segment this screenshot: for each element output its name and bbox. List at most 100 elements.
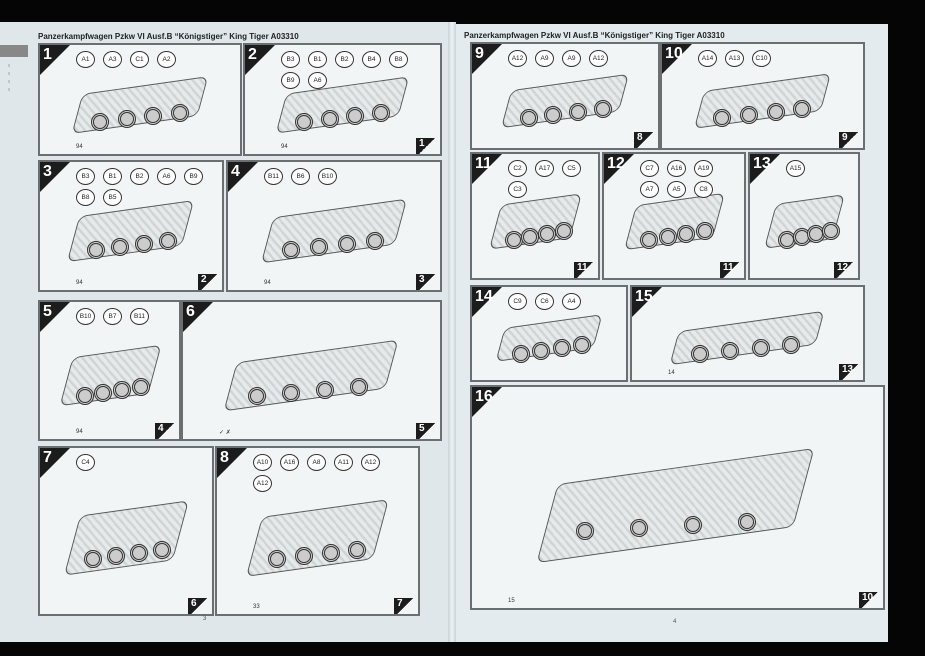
road-wheel-icon xyxy=(84,550,102,568)
road-wheel-icon xyxy=(739,105,758,124)
part-note: 94 xyxy=(76,429,83,435)
part-callout: B11 xyxy=(264,168,283,185)
page-number-right: 4 xyxy=(673,619,677,625)
page-number-left: 3 xyxy=(203,616,207,622)
reference-step-badge: 11 xyxy=(574,262,596,278)
reference-step-badge: 11 xyxy=(720,262,742,278)
previous-page-text: ≡≡≡≡ xyxy=(8,63,11,92)
part-callout: A2 xyxy=(157,51,176,68)
part-callout: A15 xyxy=(786,160,805,177)
step-number: 3 xyxy=(43,163,52,180)
right-page-title: Panzerkampfwagen Pzkw VI Ausf.B “Königst… xyxy=(464,31,725,40)
step-number-badge xyxy=(472,387,502,417)
part-note: 14 xyxy=(668,370,675,376)
road-wheel-icon xyxy=(575,522,594,540)
part-callout: C2 xyxy=(508,160,527,177)
step-number: 5 xyxy=(43,303,52,320)
road-wheel-icon xyxy=(294,547,313,565)
step-panel: 13 12 A15 xyxy=(748,152,860,280)
part-callout: A14 xyxy=(698,50,717,67)
step-number: 2 xyxy=(248,46,257,63)
step-number-badge xyxy=(750,154,780,184)
road-wheel-icon xyxy=(793,99,812,118)
road-wheel-icon xyxy=(677,224,696,243)
road-wheel-icon xyxy=(721,342,740,361)
part-callout: B9 xyxy=(184,168,203,185)
part-callout: A5 xyxy=(667,181,686,198)
step-number-badge xyxy=(472,154,502,184)
road-wheel-icon xyxy=(320,109,339,128)
part-callout: A19 xyxy=(694,160,713,177)
road-wheel-icon xyxy=(766,102,785,121)
part-callout: A9 xyxy=(562,50,581,67)
step-number-badge xyxy=(604,154,634,184)
part-callout: B3 xyxy=(281,51,300,68)
road-wheel-icon xyxy=(248,386,267,405)
reference-step-badge: 6 xyxy=(188,598,210,614)
part-callout: B8 xyxy=(389,51,408,68)
part-callout: A9 xyxy=(535,50,554,67)
part-callout: B11 xyxy=(130,308,149,325)
reference-step-badge: 9 xyxy=(839,132,861,148)
reference-step-badge: 12 xyxy=(834,262,856,278)
road-wheel-icon xyxy=(690,345,709,364)
step-number: 15 xyxy=(635,288,653,305)
road-wheel-icon xyxy=(268,550,287,568)
part-callout: A12 xyxy=(589,50,608,67)
part-callout: B2 xyxy=(335,51,354,68)
step-number: 13 xyxy=(753,155,771,172)
part-note: 94 xyxy=(76,280,83,286)
step-number: 12 xyxy=(607,155,625,172)
road-wheel-icon xyxy=(683,516,702,534)
step-number: 16 xyxy=(475,388,493,405)
part-callout: A1 xyxy=(76,51,95,68)
road-wheel-icon xyxy=(504,230,523,249)
assembly-drawing xyxy=(67,200,195,263)
step-number-badge xyxy=(245,45,275,75)
part-callout: B10 xyxy=(318,168,337,185)
road-wheel-icon xyxy=(106,547,125,565)
page-fold xyxy=(448,22,456,642)
road-wheel-icon xyxy=(696,221,715,240)
road-wheel-icon xyxy=(658,227,677,246)
road-wheel-icon xyxy=(170,103,189,122)
road-wheel-icon xyxy=(346,106,365,125)
reference-step-badge: 13 xyxy=(839,364,861,380)
part-callout: B4 xyxy=(362,51,381,68)
part-callout: C5 xyxy=(562,160,581,177)
part-callout: A12 xyxy=(253,475,272,492)
part-callout: A6 xyxy=(308,72,327,89)
road-wheel-icon xyxy=(338,235,357,254)
road-wheel-icon xyxy=(372,103,391,122)
reference-step-badge: 8 xyxy=(634,132,656,148)
road-wheel-icon xyxy=(129,544,148,562)
road-wheel-icon xyxy=(821,221,840,240)
reference-step-badge: 5 xyxy=(416,423,438,439)
part-callout: B3 xyxy=(76,168,95,185)
road-wheel-icon xyxy=(134,235,153,254)
road-wheel-icon xyxy=(538,224,557,243)
part-callout: B2 xyxy=(130,168,149,185)
step-number-badge xyxy=(662,44,692,74)
road-wheel-icon xyxy=(348,541,367,559)
assembly-drawing xyxy=(536,447,815,563)
part-note: 94 xyxy=(76,144,83,150)
part-callout: A16 xyxy=(280,454,299,471)
step-number-badge xyxy=(472,44,502,74)
reference-step-badge: 2 xyxy=(198,274,220,290)
step-number: 7 xyxy=(43,449,52,466)
part-callout: C4 xyxy=(76,454,95,471)
reference-step-badge: 10 xyxy=(859,592,881,608)
road-wheel-icon xyxy=(568,102,587,121)
part-callout: C8 xyxy=(694,181,713,198)
step-number-badge xyxy=(40,162,70,192)
road-wheel-icon xyxy=(782,336,801,355)
step-number-badge xyxy=(228,162,258,192)
reference-step-badge: 7 xyxy=(394,598,416,614)
assembly-drawing xyxy=(63,499,189,575)
road-wheel-icon xyxy=(321,544,340,562)
